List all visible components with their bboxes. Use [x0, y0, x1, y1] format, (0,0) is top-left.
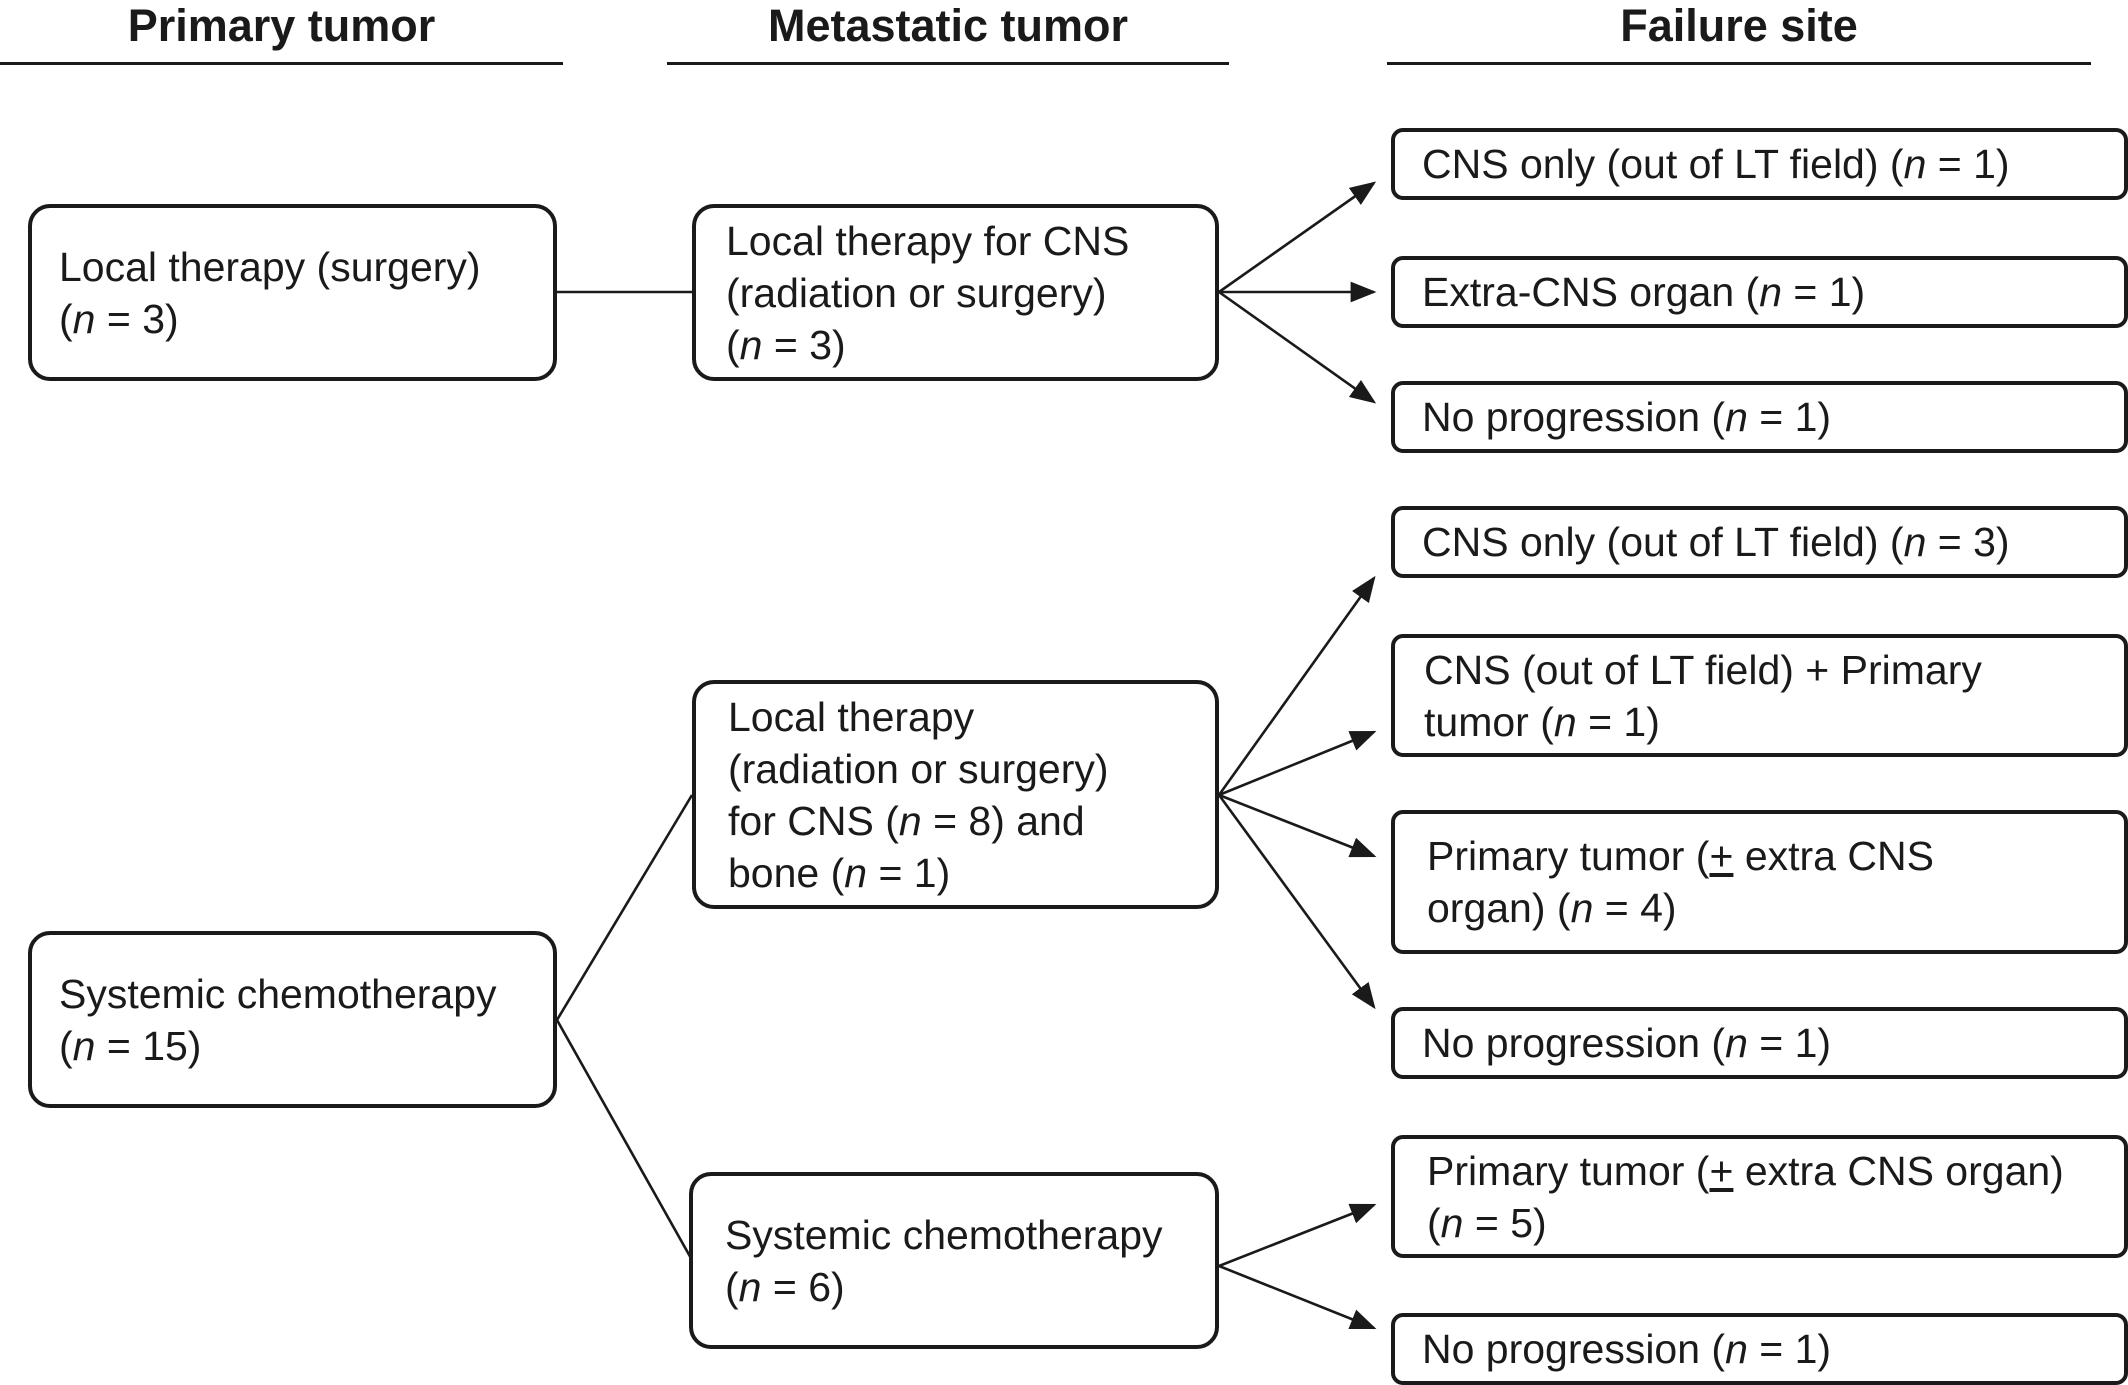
failure-f6-line-2: organ) (n = 4) — [1427, 885, 1677, 931]
primary-systemic-chemotherapy-box: Systemic chemotherapy (n = 15) — [28, 931, 557, 1108]
metastatic-systemic-chemotherapy-box: Systemic chemotherapy (n = 6) — [689, 1172, 1219, 1349]
metastatic-local-cns-bone-box: Local therapy (radiation or surgery) for… — [692, 680, 1219, 909]
failure-box-cns-only-1: CNS only (out of LT field) (n = 1) — [1391, 128, 2128, 200]
arrow-to-f5 — [1218, 730, 1377, 797]
metastatic-local-cns-bone-line-3: for CNS (n = 8) and — [728, 797, 1085, 844]
failure-f4-line-1: CNS only (out of LT field) (n = 3) — [1422, 519, 2010, 565]
arrow-to-f4 — [1217, 575, 1376, 796]
header-rule-primary — [0, 62, 563, 65]
failure-box-extra-cns-organ: Extra-CNS organ (n = 1) — [1391, 256, 2128, 328]
header-primary-tumor: Primary tumor — [127, 0, 436, 51]
primary-systemic-line-1: Systemic chemotherapy — [59, 970, 497, 1017]
failure-f8-line-2: (n = 5) — [1427, 1199, 1547, 1246]
failure-box-primary-tumor-5: Primary tumor (+ extra CNS organ) (n = 5… — [1391, 1135, 2128, 1258]
header-rule-metastatic — [667, 62, 1229, 65]
failure-box-no-progression-1: No progression (n = 1) — [1391, 381, 2128, 453]
arrow-to-f1 — [1218, 181, 1377, 294]
failure-f6-line-1: Primary tumor (+ extra CNS — [1427, 833, 1934, 879]
failure-f5-line-2: tumor (n = 1) — [1424, 698, 1660, 745]
metastatic-local-cns-line-1: Local therapy for CNS — [726, 217, 1130, 264]
failure-box-primary-tumor-4: Primary tumor (+ extra CNS organ) (n = 4… — [1391, 810, 2128, 954]
arrow-to-f3 — [1218, 290, 1377, 404]
failure-f9-line-1: No progression (n = 1) — [1422, 1326, 1832, 1372]
metastatic-local-cns-bone-line-2: (radiation or surgery) — [728, 745, 1109, 792]
arrow-to-f6 — [1218, 793, 1377, 858]
failure-f3-line-1: No progression (n = 1) — [1422, 394, 1832, 440]
arrow-to-f8 — [1218, 1203, 1377, 1268]
header-failure-site: Failure site — [1620, 0, 1858, 51]
failure-f8-line-1: Primary tumor (+ extra CNS organ) — [1427, 1147, 2064, 1194]
failure-f7-line-1: No progression (n = 1) — [1422, 1020, 1832, 1066]
header-metastatic-tumor: Metastatic tumor — [767, 0, 1129, 51]
header-rule-failure — [1387, 62, 2091, 65]
connector-systemic-to-local-cns-bone — [555, 794, 694, 1021]
failure-box-cns-plus-primary: CNS (out of LT field) + Primary tumor (n… — [1391, 634, 2128, 757]
failure-box-no-progression-2: No progression (n = 1) — [1391, 1007, 2128, 1079]
metastatic-systemic-line-1: Systemic chemotherapy — [725, 1211, 1163, 1258]
connector-systemic-to-systemic — [555, 1019, 694, 1261]
arrow-to-f9 — [1218, 1264, 1377, 1330]
metastatic-local-cns-line-3: (n = 3) — [726, 321, 846, 368]
primary-local-line-2: (n = 3) — [59, 295, 179, 342]
primary-systemic-line-2: (n = 15) — [59, 1022, 202, 1069]
failure-f5-line-1: CNS (out of LT field) + Primary — [1424, 646, 1982, 693]
failure-box-no-progression-3: No progression (n = 1) — [1391, 1313, 2128, 1385]
metastatic-local-cns-line-2: (radiation or surgery) — [726, 269, 1107, 316]
metastatic-local-cns-bone-line-1: Local therapy — [728, 693, 975, 740]
primary-local-therapy-box: Local therapy (surgery) (n = 3) — [28, 204, 557, 381]
metastatic-systemic-line-2: (n = 6) — [725, 1263, 845, 1310]
failure-box-cns-only-3: CNS only (out of LT field) (n = 3) — [1391, 506, 2128, 578]
primary-local-line-1: Local therapy (surgery) — [59, 243, 481, 290]
metastatic-local-cns-box: Local therapy for CNS (radiation or surg… — [692, 204, 1219, 381]
metastatic-local-cns-bone-line-4: bone (n = 1) — [728, 849, 951, 896]
failure-f1-line-1: CNS only (out of LT field) (n = 1) — [1422, 141, 2010, 187]
arrow-to-f7 — [1217, 794, 1376, 1010]
failure-f2-line-1: Extra-CNS organ (n = 1) — [1422, 269, 1866, 315]
